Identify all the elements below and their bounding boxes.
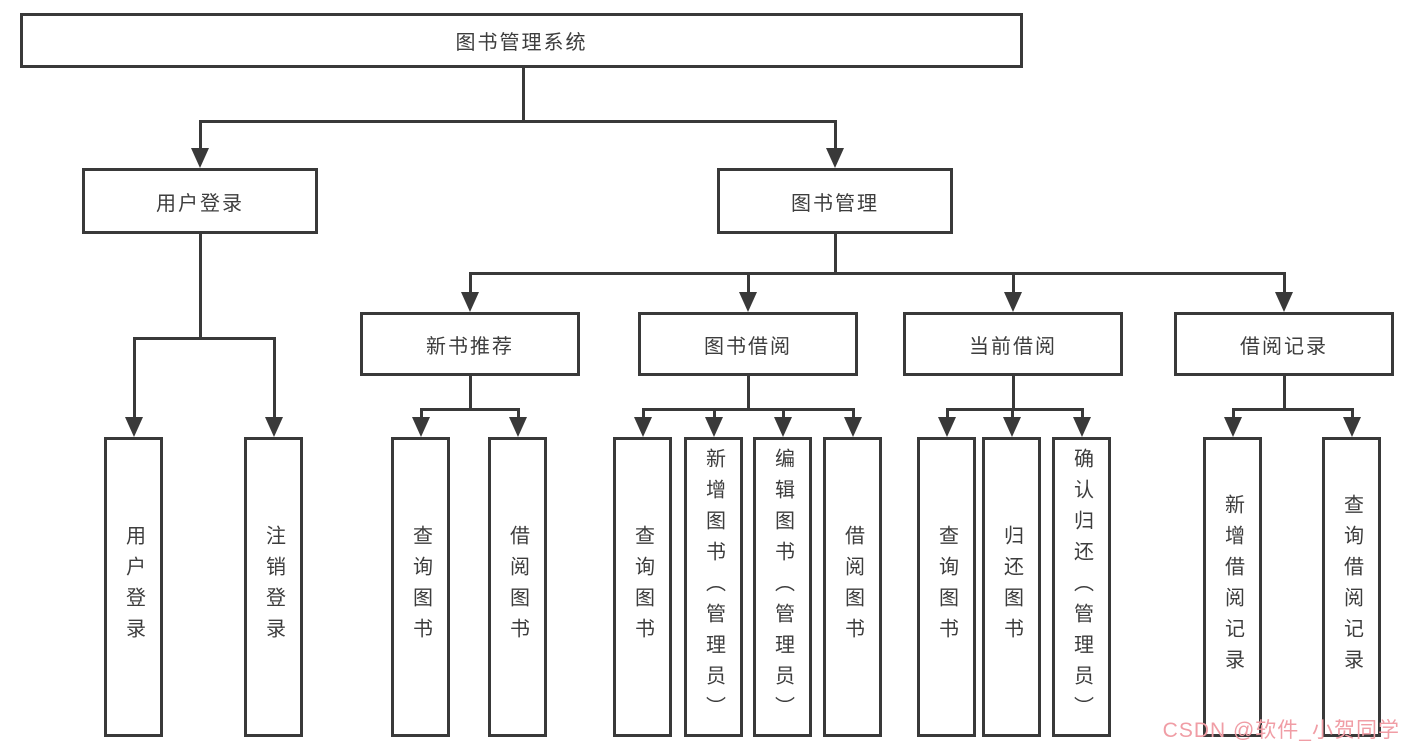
csdn-watermark: CSDN @软件_小贺同学: [1162, 719, 1400, 742]
leaf-label: 确认归还（管理员）: [1070, 447, 1093, 727]
node-label: 图书借阅: [704, 335, 792, 358]
arrow-down-icon: [1073, 417, 1091, 437]
arrow-down-icon: [1224, 417, 1242, 437]
connector-arm-leaf: [782, 408, 785, 420]
connector-arm-leaf: [133, 337, 136, 419]
arrow-down-icon: [461, 292, 479, 312]
connector-recommend-rail: [420, 408, 519, 411]
arrow-down-icon: [191, 148, 209, 168]
arrow-down-icon: [826, 148, 844, 168]
leaf-add-borrow-record: 新增借阅记录: [1203, 437, 1262, 737]
connector-arm-leaf: [1232, 408, 1235, 420]
connector-arm-leaf: [713, 408, 716, 420]
leaf-query-books-current: 查询图书: [917, 437, 976, 737]
leaf-label: 新增图书（管理员）: [702, 447, 725, 727]
arrow-down-icon: [265, 417, 283, 437]
leaf-user-login: 用户登录: [104, 437, 163, 737]
arrow-down-icon: [1343, 417, 1361, 437]
connector-arm-leaf: [273, 337, 276, 419]
leaf-logout: 注销登录: [244, 437, 303, 737]
connector-book-management-stub: [834, 234, 837, 272]
connector-level3-rail: [469, 272, 1286, 275]
connector-arm-leaf: [1351, 408, 1354, 420]
connector-arm-leaf: [1011, 408, 1014, 420]
connector-arm-user-login: [199, 120, 202, 150]
arrow-down-icon: [938, 417, 956, 437]
connector-records-stub: [1283, 376, 1286, 408]
leaf-confirm-return-admin: 确认归还（管理员）: [1052, 437, 1111, 737]
arrow-down-icon: [739, 292, 757, 312]
leaf-label: 查询借阅记录: [1340, 494, 1363, 680]
node-label: 图书管理: [791, 192, 879, 215]
connector-arm-level3: [1283, 272, 1286, 294]
connector-arm-leaf: [642, 408, 645, 420]
connector-arm-level3: [469, 272, 472, 294]
leaf-label: 借阅图书: [841, 525, 864, 649]
connector-borrowing-rail: [642, 408, 855, 411]
node-user-login: 用户登录: [82, 168, 318, 234]
leaf-label: 查询图书: [631, 525, 654, 649]
leaf-borrow-books: 借阅图书: [823, 437, 882, 737]
connector-arm-book-management: [834, 120, 837, 150]
leaf-query-borrow-record: 查询借阅记录: [1322, 437, 1381, 737]
node-label: 新书推荐: [426, 335, 514, 358]
node-label: 当前借阅: [969, 335, 1057, 358]
node-label: 图书管理系统: [455, 32, 588, 54]
connector-arm-leaf: [420, 408, 423, 420]
connector-arm-leaf: [946, 408, 949, 420]
leaf-label: 新增借阅记录: [1221, 494, 1244, 680]
connector-current-stub: [1012, 376, 1015, 408]
leaf-label: 借阅图书: [506, 525, 529, 649]
arrow-down-icon: [509, 417, 527, 437]
leaf-label: 查询图书: [935, 525, 958, 649]
leaf-label: 编辑图书（管理员）: [771, 447, 794, 727]
node-borrowing-records: 借阅记录: [1174, 312, 1394, 376]
leaf-label: 查询图书: [409, 525, 432, 649]
node-book-borrowing: 图书借阅: [638, 312, 858, 376]
connector-arm-level3: [747, 272, 750, 294]
arrow-down-icon: [125, 417, 143, 437]
node-new-book-recommend: 新书推荐: [360, 312, 580, 376]
connector-user-login-stub: [199, 234, 202, 337]
arrow-down-icon: [1275, 292, 1293, 312]
connector-root-stub: [522, 68, 525, 120]
connector-level2-rail: [199, 120, 837, 123]
arrow-down-icon: [774, 417, 792, 437]
connector-current-rail: [946, 408, 1083, 411]
node-label: 借阅记录: [1240, 335, 1328, 358]
leaf-return-book: 归还图书: [982, 437, 1041, 737]
arrow-down-icon: [705, 417, 723, 437]
leaf-edit-book-admin: 编辑图书（管理员）: [753, 437, 812, 737]
connector-recommend-stub: [469, 376, 472, 408]
arrow-down-icon: [1003, 417, 1021, 437]
leaf-label: 用户登录: [122, 525, 145, 649]
node-current-borrowing: 当前借阅: [903, 312, 1123, 376]
connector-arm-leaf: [1081, 408, 1084, 420]
node-book-management: 图书管理: [717, 168, 953, 234]
leaf-borrow-books-recommend: 借阅图书: [488, 437, 547, 737]
connector-arm-leaf: [852, 408, 855, 420]
leaf-label: 注销登录: [262, 525, 285, 649]
leaf-add-book-admin: 新增图书（管理员）: [684, 437, 743, 737]
connector-user-login-rail: [133, 337, 276, 340]
connector-arm-leaf: [517, 408, 520, 420]
node-label: 用户登录: [156, 192, 244, 215]
connector-records-rail: [1232, 408, 1353, 411]
arrow-down-icon: [634, 417, 652, 437]
leaf-query-books-borrowing: 查询图书: [613, 437, 672, 737]
connector-borrowing-stub: [747, 376, 750, 408]
connector-arm-level3: [1012, 272, 1015, 294]
node-library-management-system: 图书管理系统: [20, 13, 1023, 68]
arrow-down-icon: [844, 417, 862, 437]
arrow-down-icon: [412, 417, 430, 437]
leaf-label: 归还图书: [1000, 525, 1023, 649]
leaf-query-books-recommend: 查询图书: [391, 437, 450, 737]
arrow-down-icon: [1004, 292, 1022, 312]
